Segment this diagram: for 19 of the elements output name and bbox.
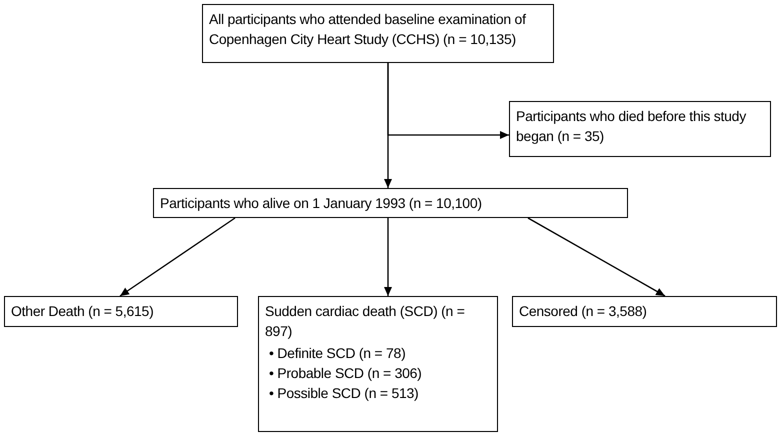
arrow — [528, 217, 666, 297]
process-box — [512, 296, 777, 327]
box-text: Sudden cardiac death (SCD) (n = 897) — [265, 302, 466, 341]
box-text: Other Death (n = 5,615) — [11, 302, 155, 321]
process-box — [258, 296, 498, 432]
box-text: Censored (n = 3,588) — [519, 302, 648, 321]
arrow — [384, 63, 392, 188]
arrow — [384, 218, 392, 296]
arrow — [120, 217, 236, 297]
list-item: • Definite SCD (n = 78) — [269, 344, 406, 363]
box-text: Participants who alive on 1 January 1993 (n = 10,100) — [160, 194, 483, 213]
process-box — [153, 188, 628, 218]
process-box — [4, 296, 238, 327]
process-box — [509, 101, 771, 157]
list-item: • Possible SCD (n = 513) — [269, 384, 420, 403]
box-text: All participants who attended baseline examination of Copenhagen City Heart Study (CCHS) (n = 10,135) — [209, 10, 527, 49]
list-item: • Probable SCD (n = 306) — [269, 364, 423, 383]
box-text: Participants who died before this study began (n = 35) — [516, 107, 748, 146]
process-box — [202, 4, 554, 63]
